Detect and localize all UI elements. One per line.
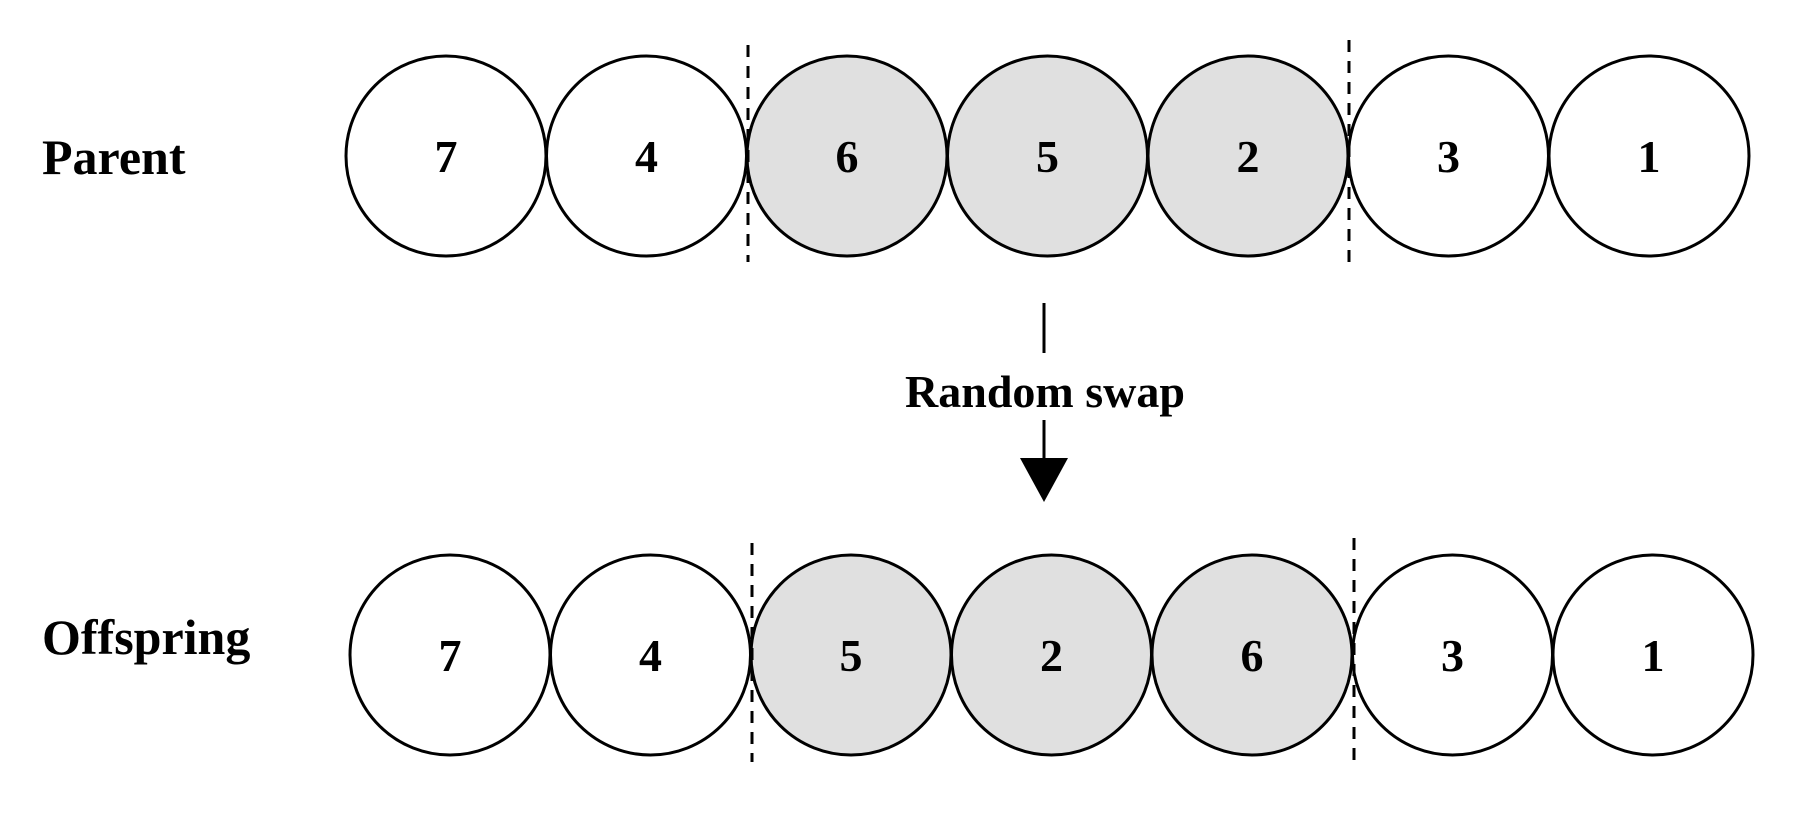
offspring-chromosome: 7 4 5 2 6 3 1: [348, 553, 1755, 757]
parent-gene-value: 4: [635, 131, 658, 182]
parent-chromosome: 7 4 6 5 2 3 1: [344, 54, 1751, 258]
offspring-gene-value: 4: [639, 630, 662, 681]
parent-gene-value: 5: [1036, 131, 1059, 182]
offspring-gene-value: 7: [439, 630, 462, 681]
arrow-head-icon: [1020, 458, 1068, 502]
parent-gene-value: 7: [435, 131, 458, 182]
offspring-gene-value: 5: [840, 630, 863, 681]
swap-arrow: [1020, 303, 1068, 502]
parent-gene-value: 1: [1638, 131, 1661, 182]
parent-label: Parent: [42, 129, 186, 185]
offspring-label: Offspring: [42, 609, 250, 665]
operation-label: Random swap: [905, 366, 1185, 417]
parent-gene-value: 2: [1237, 131, 1260, 182]
offspring-gene-value: 6: [1241, 630, 1264, 681]
offspring-gene-circle: [1551, 553, 1755, 757]
offspring-gene-value: 1: [1642, 630, 1665, 681]
offspring-gene-value: 2: [1040, 630, 1063, 681]
parent-gene-value: 6: [836, 131, 859, 182]
parent-gene-circle: [1547, 54, 1751, 258]
parent-gene-value: 3: [1437, 131, 1460, 182]
offspring-gene-value: 3: [1441, 630, 1464, 681]
